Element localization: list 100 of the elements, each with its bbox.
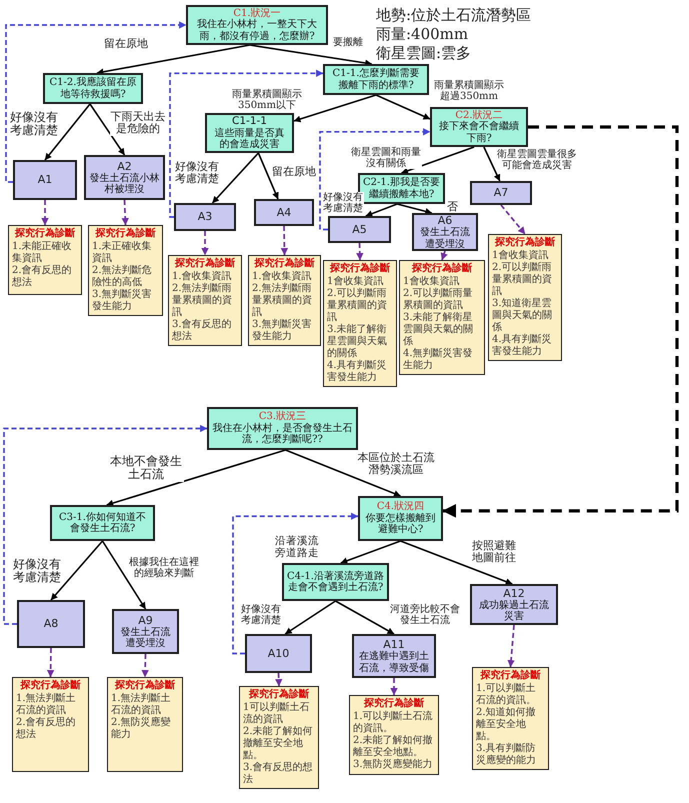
edge-label: 雨量累積圖顯示350mm以下	[231, 89, 303, 112]
answer-code: A3	[196, 210, 214, 224]
edge-label: 好像沒有考慮清楚	[240, 604, 282, 626]
answer-code: A1	[36, 173, 54, 187]
question-text: C2-1.那我是否要繼續搬離本地?	[363, 177, 440, 200]
question-text: 接下來會不會繼續下雨?	[438, 121, 520, 144]
diagnosis-item: 1.會收集資訊	[252, 270, 313, 282]
answer-box	[254, 199, 314, 226]
diagnosis-box	[472, 667, 549, 770]
diagnosis-item: 3.無防災應變能力	[353, 758, 434, 770]
edge-label: 好像沒有考慮清楚	[12, 558, 62, 585]
arrow	[335, 600, 394, 635]
edge-label: 好像沒有考慮清楚	[174, 161, 220, 186]
diagnosis-heading: 探究行為診斷	[494, 237, 556, 250]
arrow	[365, 203, 398, 217]
diagnosis-item: 3.知道衛星雲圖與天氣的關係	[492, 298, 553, 334]
answer-text: 發生土石流遭受埋沒	[419, 227, 471, 250]
answer-code: A4	[276, 206, 292, 220]
edge-label: 下雨天出去是危險的	[110, 111, 166, 136]
edge-label: 好像沒有考慮清楚	[9, 111, 59, 138]
arrow	[285, 449, 401, 497]
question-text: 我住在小林村，一整天下大雨，都沒有停過，怎麼辦?	[196, 19, 318, 42]
answer-box	[17, 600, 85, 648]
dashed-arrow	[201, 231, 209, 256]
diagnosis-item: 4.具有判斷災害發生能力	[492, 334, 553, 358]
arrow	[212, 152, 259, 204]
dashed-arrow	[500, 204, 526, 235]
question-text: C3-1.你如何知道不會發生土石流?	[58, 512, 147, 534]
diagnosis-item: 3.未能了解衛星雲圖與天氣的關係	[403, 312, 474, 348]
edge-label: 否	[447, 201, 458, 214]
question-box	[43, 73, 143, 104]
arrow	[401, 146, 474, 174]
dashed-arrow	[507, 624, 515, 668]
diagnosis-box	[88, 225, 163, 316]
arrow	[96, 44, 250, 76]
diagnosis-item: 1.無法判斷土石流的資訊	[16, 692, 77, 716]
diagnosis-item: 3.未能了解衛星雲圖與天氣的關係	[327, 324, 388, 360]
diagnosis-item: 2.無法判斷雨量累積圖的資訊	[252, 282, 313, 318]
answer-box	[328, 216, 391, 243]
dashed-arrow	[169, 70, 324, 218]
diagnosis-box	[349, 695, 439, 775]
diagnosis-heading: 探究行為診斷	[253, 258, 316, 270]
answer-box	[245, 634, 312, 673]
answer-box	[84, 155, 165, 200]
arrow	[483, 146, 500, 182]
question-text: C1-1.怎麼判斷需要搬離下雨的標準?	[332, 68, 420, 91]
answer-text: 在逃難中遇到土石流，導致受傷	[358, 651, 430, 674]
question-text: 我住在小林村，是否會發生土石流，怎麼判斷呢??	[212, 422, 353, 446]
diagnosis-heading: 探究行為診斷	[479, 670, 542, 682]
arrow	[102, 540, 146, 610]
question-box	[205, 113, 294, 153]
answer-box	[352, 634, 436, 678]
diagnosis-heading: 探究行為診斷	[114, 680, 176, 692]
arrow	[400, 540, 513, 585]
diagnosis-item: 1會收集資訊	[492, 250, 550, 262]
dashed-arrow	[390, 678, 398, 696]
dashed-arrow	[319, 128, 430, 230]
question-box	[358, 496, 443, 541]
diagnosis-item: 1會收集資訊	[327, 276, 384, 288]
diagnosis-item: 2.會有反思的想法	[12, 264, 73, 288]
dashed-arrow	[440, 250, 448, 260]
edge-label: 衛星雲圖雲量很多可能會造成災害	[496, 149, 578, 172]
edge-label: 雨量累積圖顯示超過350mm	[433, 80, 505, 102]
dashed-arrow	[41, 200, 49, 226]
edge-label: 好像沒有考慮清楚	[322, 192, 364, 214]
arrow	[396, 203, 432, 215]
question-box	[282, 563, 389, 601]
dashed-arrow	[280, 226, 288, 256]
arrow	[44, 104, 91, 160]
diagnosis-heading: 探究行為診斷	[410, 263, 473, 276]
answer-box	[412, 213, 478, 251]
diagnosis-item: 2.無法判斷雨量累積圖的資訊	[172, 282, 233, 318]
diagnosis-heading: 探究行為診斷	[362, 698, 425, 710]
dashed-arrow	[142, 654, 149, 678]
diagnosis-box	[12, 677, 89, 772]
diagnosis-item: 1可以判斷土石流的資訊	[243, 702, 310, 726]
diagnosis-item: 1.無法判斷土石流的資訊	[111, 692, 172, 716]
diagnosis-item: 3.無判斷災害發生能力	[92, 288, 153, 312]
situation-heading: C1-1-1	[231, 115, 268, 128]
edge-label: 沿著溪流旁道路走	[275, 536, 319, 560]
edge-label: 留在原地	[104, 38, 148, 50]
question-text: C4-1.沿著溪流旁道路走會不會遇到土石流?	[287, 570, 384, 594]
dashed-arrow	[122, 200, 129, 226]
diagnosis-item: 2.未能了解如何撤離至安全地點。	[353, 734, 434, 758]
diagnosis-box	[8, 225, 82, 295]
answer-box	[112, 609, 179, 654]
dashed-arrow	[442, 125, 679, 518]
edge-label: 衛星雲圖和雨量沒有關係	[350, 147, 422, 170]
answer-text: 發生土石流小林村被埋沒	[89, 172, 160, 196]
situation-heading: C4.狀況四	[376, 501, 426, 512]
diagnosis-item: 2.未能了解如何撤離至安全地點。	[243, 726, 314, 762]
diagnosis-item: 2.無防災應變能力	[111, 716, 172, 740]
answer-code: A6	[438, 214, 452, 228]
diagnosis-box	[488, 234, 562, 360]
diagnosis-box	[239, 686, 319, 788]
diagnosis-item: 1.可以判斷土石流的資訊。	[476, 682, 537, 706]
diagnosis-item: 1.可以判斷土石流的資訊。	[353, 710, 434, 734]
question-text: 這些雨量是否真的會造成災害	[214, 128, 286, 151]
arrow	[294, 94, 376, 122]
answer-code: A5	[351, 222, 368, 236]
